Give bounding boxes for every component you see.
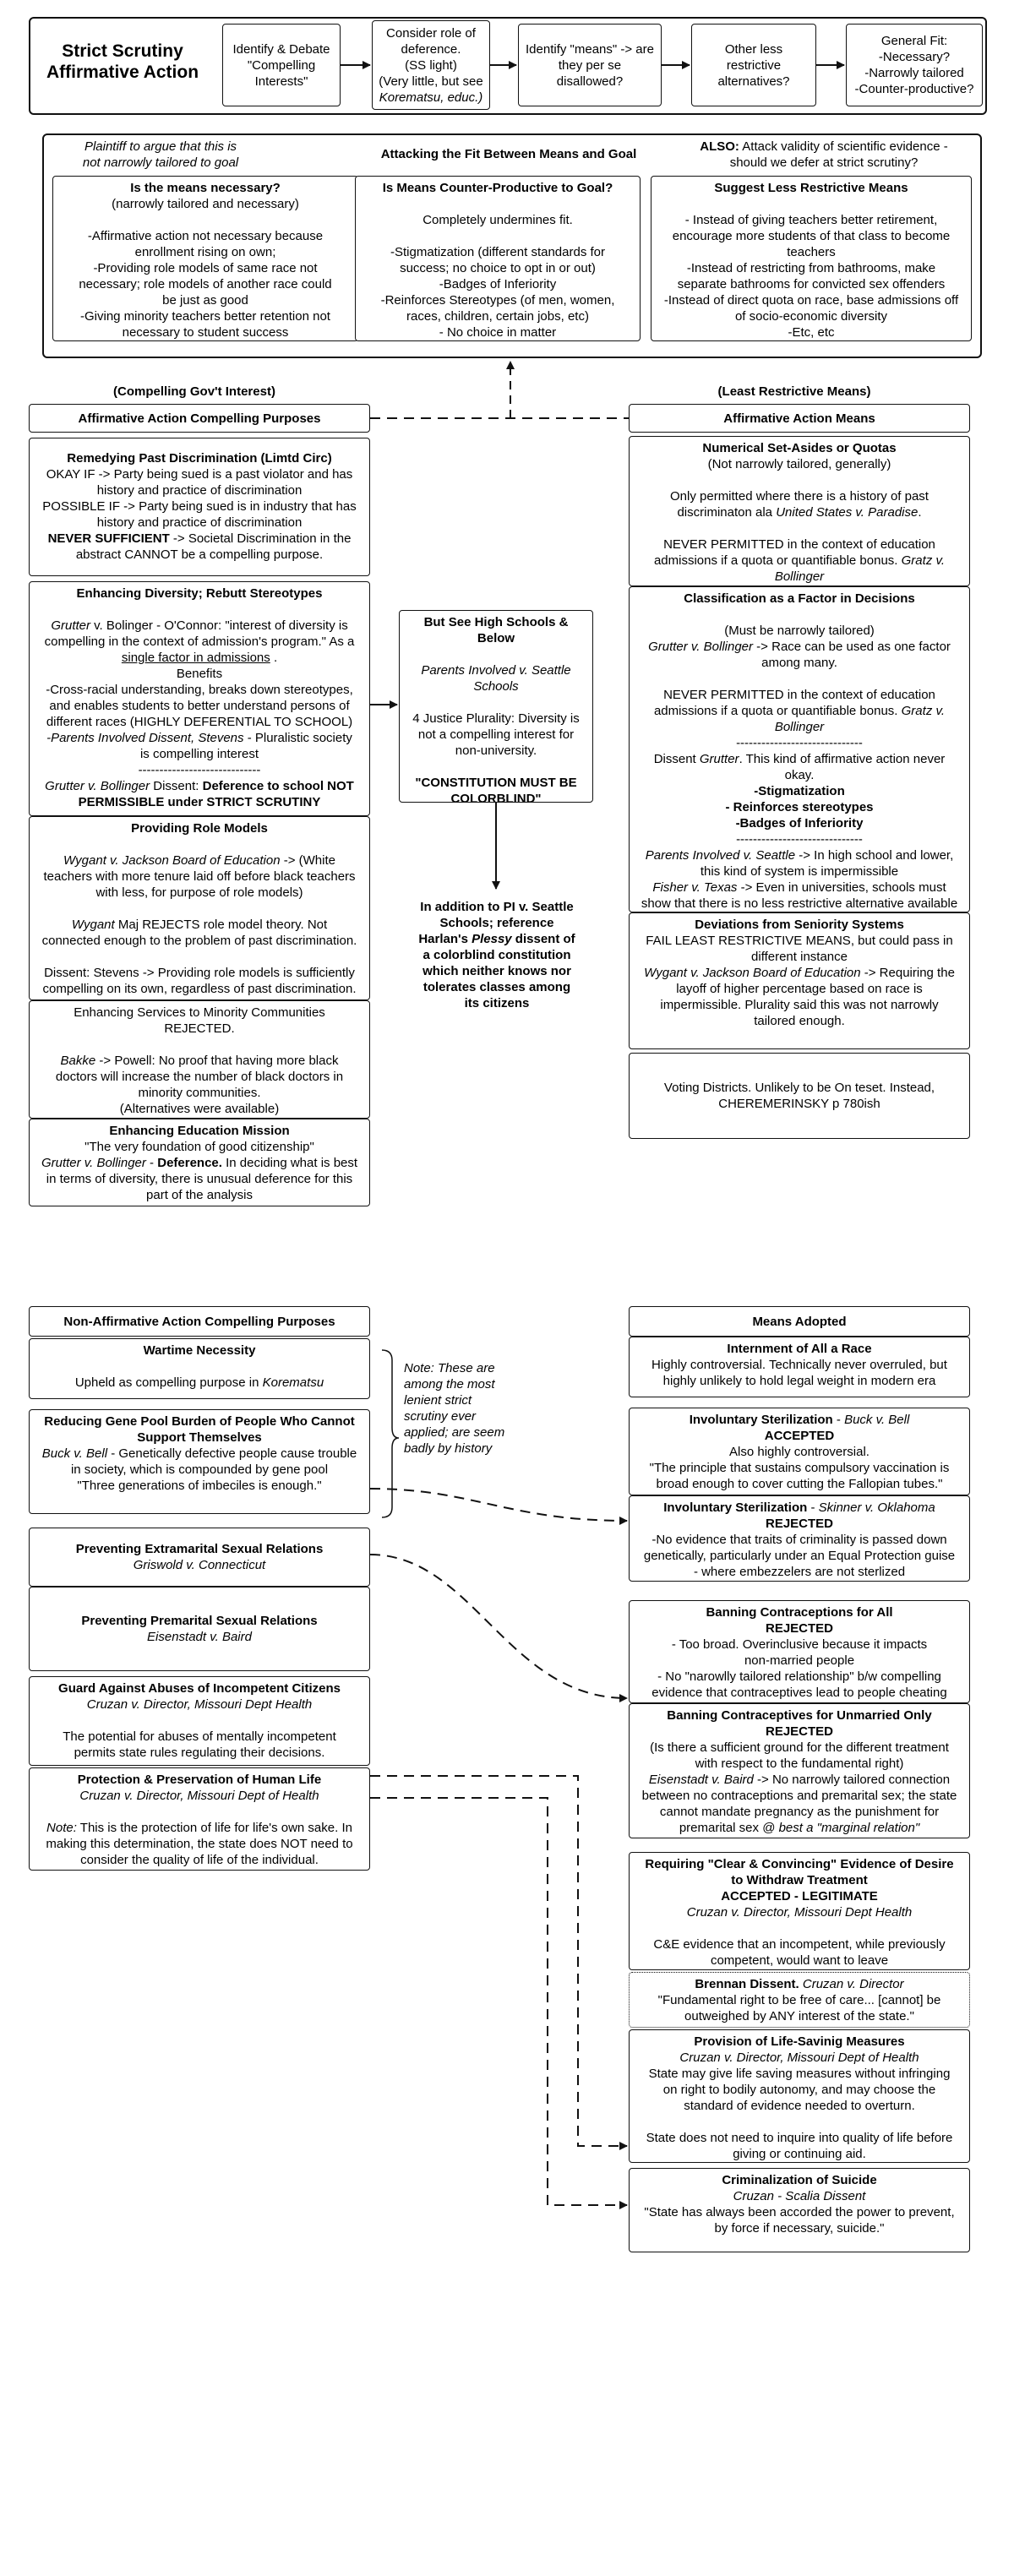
- necessary-box: Is the means necessary? (narrowly tailor…: [52, 176, 358, 341]
- wartime-box: Wartime Necessity Upheld as compelling p…: [29, 1338, 370, 1399]
- quotas-box: Numerical Set-Asides or Quotas (Not narr…: [629, 436, 970, 586]
- lenient-brace: [381, 1349, 400, 1518]
- protection-to-lifesaving: [370, 1775, 628, 2150]
- fit-frame: [42, 133, 982, 358]
- internment-box: Internment of All a Race Highly controve…: [629, 1337, 970, 1397]
- seniority-box: Deviations from Seniority Systems FAIL L…: [629, 912, 970, 1049]
- least-restrictive-label: (Least Restrictive Means): [717, 384, 871, 399]
- services-box: Enhancing Services to Minority Communiti…: [29, 1000, 370, 1119]
- diversity-box: Enhancing Diversity; Rebutt Stereotypes …: [29, 581, 370, 816]
- protection-box: Protection & Preservation of Human Life …: [29, 1767, 370, 1871]
- less-restrictive-box: Suggest Less Restrictive Means - Instead…: [651, 176, 972, 341]
- counter-productive-box: Is Means Counter-Productive to Goal? Com…: [355, 176, 641, 341]
- contraception-all-box: Banning Contraceptions for All REJECTED …: [629, 1600, 970, 1703]
- role-models-box: Providing Role Models Wygant v. Jackson …: [29, 816, 370, 1000]
- contraception-unmarried-box: Banning Contraceptives for Unmarried Onl…: [629, 1703, 970, 1838]
- gene-pool-box: Reducing Gene Pool Burden of People Who …: [29, 1409, 370, 1514]
- extramarital-to-contraception: [369, 1554, 628, 1702]
- premarital-box: Preventing Premarital Sexual Relations E…: [29, 1587, 370, 1671]
- protection-to-suicide: [370, 1797, 628, 2209]
- clear-convincing-box: Requiring "Clear & Convincing" Evidence …: [629, 1852, 970, 1970]
- also-note: ALSO: Attack validity of scientific evid…: [700, 139, 948, 170]
- compelling-interest-label: (Compelling Gov't Interest): [113, 384, 275, 399]
- aa-purposes-header: Affirmative Action Compelling Purposes: [29, 404, 370, 433]
- high-schools-box: But See High Schools &Below Parents Invo…: [399, 610, 593, 803]
- flow-frame: [29, 17, 987, 115]
- remedy-box: Remedying Past Discrimination (Limtd Cir…: [29, 438, 370, 576]
- naa-purposes-header: Non-Affirmative Action Compelling Purpos…: [29, 1306, 370, 1337]
- education-box: Enhancing Education Mission "The very fo…: [29, 1119, 370, 1206]
- fit-heading: Attacking the Fit Between Means and Goal: [380, 147, 637, 161]
- aa-means-header: Affirmative Action Means: [629, 404, 970, 433]
- suicide-box: Criminalization of Suicide Cruzan - Scal…: [629, 2168, 970, 2252]
- brennan-dissent-box: Brennan Dissent. Cruzan v. Director "Fun…: [629, 1972, 970, 2028]
- extramarital-box: Preventing Extramarital Sexual Relations…: [29, 1528, 370, 1587]
- guard-box: Guard Against Abuses of Incompetent Citi…: [29, 1676, 370, 1766]
- flow-step-general-fit: General Fit:-Necessary?-Narrowly tailore…: [846, 24, 983, 106]
- classification-box: Classification as a Factor in Decisions …: [629, 586, 970, 912]
- voting-box: Voting Districts. Unlikely to be On tese…: [629, 1053, 970, 1139]
- sterilization-rejected-box: Involuntary Sterilization - Skinner v. O…: [629, 1495, 970, 1582]
- naa-means-header: Means Adopted: [629, 1306, 970, 1337]
- genepool-to-sterilization: [369, 1488, 628, 1525]
- sterilization-accepted-box: Involuntary Sterilization - Buck v. Bell…: [629, 1408, 970, 1495]
- life-saving-box: Provision of Life-Savinig Measures Cruza…: [629, 2029, 970, 2163]
